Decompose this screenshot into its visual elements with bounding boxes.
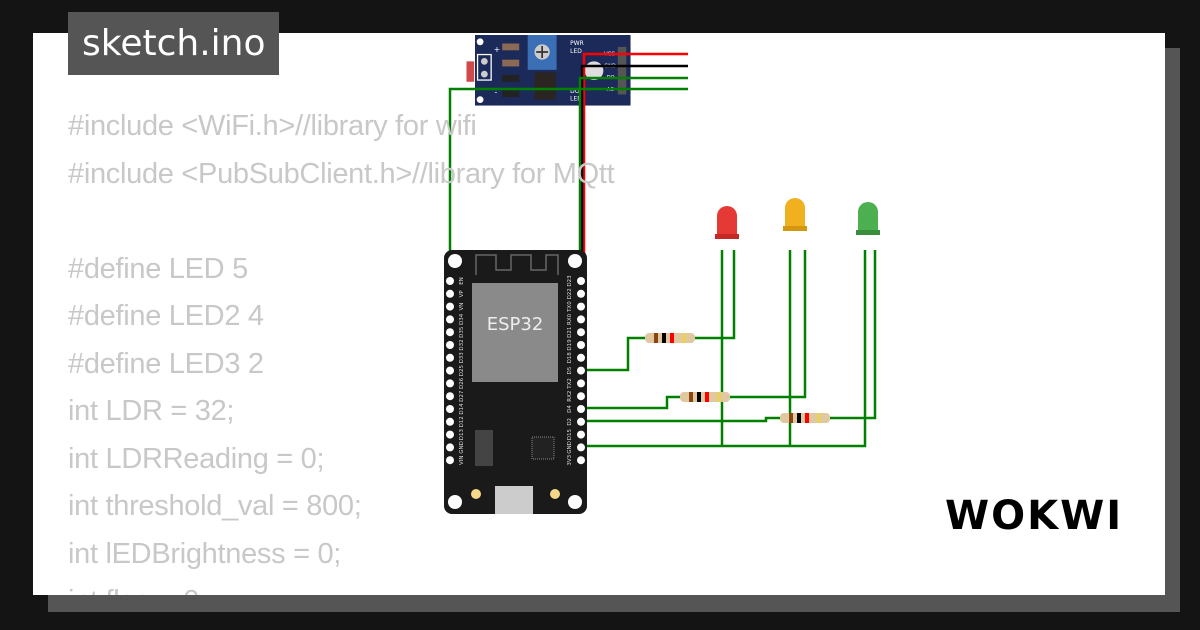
- pin-tx2[interactable]: [577, 379, 585, 388]
- led3-wire: [582, 416, 780, 423]
- pin-label: D5: [567, 366, 573, 374]
- pin-vn[interactable]: [446, 302, 454, 311]
- pin-d4[interactable]: [577, 405, 585, 413]
- pin-3v3[interactable]: [577, 456, 585, 465]
- pin-label: D23: [567, 275, 573, 287]
- ldr-sensor-module[interactable]: + - PWR LED DO LED VCC GND DO AO: [466, 35, 631, 106]
- pin-d25[interactable]: [446, 366, 454, 375]
- esp32-board[interactable]: ESP32 ENVPVND34D35D32D33D25D26D27D14D12D…: [444, 250, 587, 514]
- led-red[interactable]: [715, 206, 739, 239]
- pin-d5[interactable]: [577, 366, 585, 375]
- pin-label: EN: [459, 277, 465, 285]
- minus-label: -: [495, 88, 498, 97]
- plus-label: +: [494, 45, 500, 54]
- pin-label: D18: [567, 352, 573, 364]
- pin-label: VP: [459, 290, 465, 298]
- pin-label: D19: [567, 339, 573, 351]
- do-led-label: DO: [570, 88, 580, 95]
- pin-label: VN: [459, 303, 465, 311]
- led1-wire: [582, 336, 645, 372]
- pin-label: GND: [459, 441, 465, 454]
- pwr-label: PWR: [570, 40, 584, 47]
- pin-d18[interactable]: [577, 353, 585, 362]
- pin-d21[interactable]: [577, 328, 585, 337]
- pin-d34[interactable]: [446, 315, 454, 324]
- pin-d27[interactable]: [446, 392, 454, 401]
- pin-header: [617, 46, 627, 95]
- file-title: sketch.ino: [68, 12, 280, 75]
- pin-label: D26: [459, 377, 465, 389]
- led2-wire: [582, 395, 680, 410]
- pin-label: TX0: [567, 301, 573, 313]
- preview-card: [33, 33, 1165, 595]
- pin-label: RX0: [567, 313, 573, 325]
- pin-d14[interactable]: [446, 405, 454, 413]
- wokwi-logo[interactable]: WOKWI: [945, 493, 1124, 539]
- pin-d32[interactable]: [446, 341, 454, 349]
- pin-rx0[interactable]: [577, 315, 585, 324]
- pin-label: D14: [459, 403, 465, 415]
- photoresistor: [466, 61, 475, 82]
- pin-label: 3V3: [567, 454, 573, 465]
- pin-d2[interactable]: [577, 417, 585, 426]
- resistor-1[interactable]: [645, 333, 695, 343]
- pin-d19[interactable]: [577, 341, 585, 349]
- led-yellow[interactable]: [783, 198, 807, 231]
- led-green[interactable]: [856, 202, 880, 235]
- pin-label: D35: [459, 326, 465, 338]
- pin-d35[interactable]: [446, 328, 454, 337]
- pin-d26[interactable]: [446, 379, 454, 388]
- pin-d12[interactable]: [446, 417, 454, 426]
- esp32-label: ESP32: [487, 314, 544, 335]
- pin-label: GND: [567, 441, 573, 454]
- pin-d23[interactable]: [577, 277, 585, 285]
- pin-d13[interactable]: [446, 430, 454, 439]
- pin-label: D4: [567, 405, 573, 413]
- resistor-2[interactable]: [680, 392, 730, 402]
- pin-label: VIN: [459, 455, 465, 465]
- pin-label: D15: [567, 428, 573, 440]
- pin-vin[interactable]: [446, 456, 454, 465]
- pin-tx0[interactable]: [577, 302, 585, 311]
- pin-label: D32: [459, 339, 465, 350]
- pin-d22[interactable]: [577, 289, 585, 298]
- pwr-led-label: LED: [570, 48, 582, 55]
- gnd-wire: [580, 64, 688, 446]
- pin-en[interactable]: [446, 277, 454, 285]
- pin-vp[interactable]: [446, 289, 454, 298]
- pin-label: D12: [459, 416, 465, 427]
- pin-label: D13: [459, 428, 465, 440]
- pin-label: D27: [459, 390, 465, 402]
- pin-gnd[interactable]: [446, 443, 454, 452]
- pin-label: D2: [567, 418, 573, 426]
- pin-label: D22: [567, 288, 573, 299]
- pin-label: D33: [459, 352, 465, 364]
- pin-d15[interactable]: [577, 430, 585, 439]
- pin-label: D34: [459, 313, 465, 325]
- pin-gnd[interactable]: [577, 443, 585, 452]
- resistor-3[interactable]: [780, 413, 830, 423]
- pin-label: TX2: [567, 378, 573, 390]
- pin-label: D25: [459, 364, 465, 376]
- pin-label: D21: [567, 327, 573, 338]
- pin-label: RX2: [567, 391, 573, 402]
- do-led-label-2: LED: [570, 95, 582, 102]
- pin-rx2[interactable]: [577, 392, 585, 401]
- pin-d33[interactable]: [446, 353, 454, 362]
